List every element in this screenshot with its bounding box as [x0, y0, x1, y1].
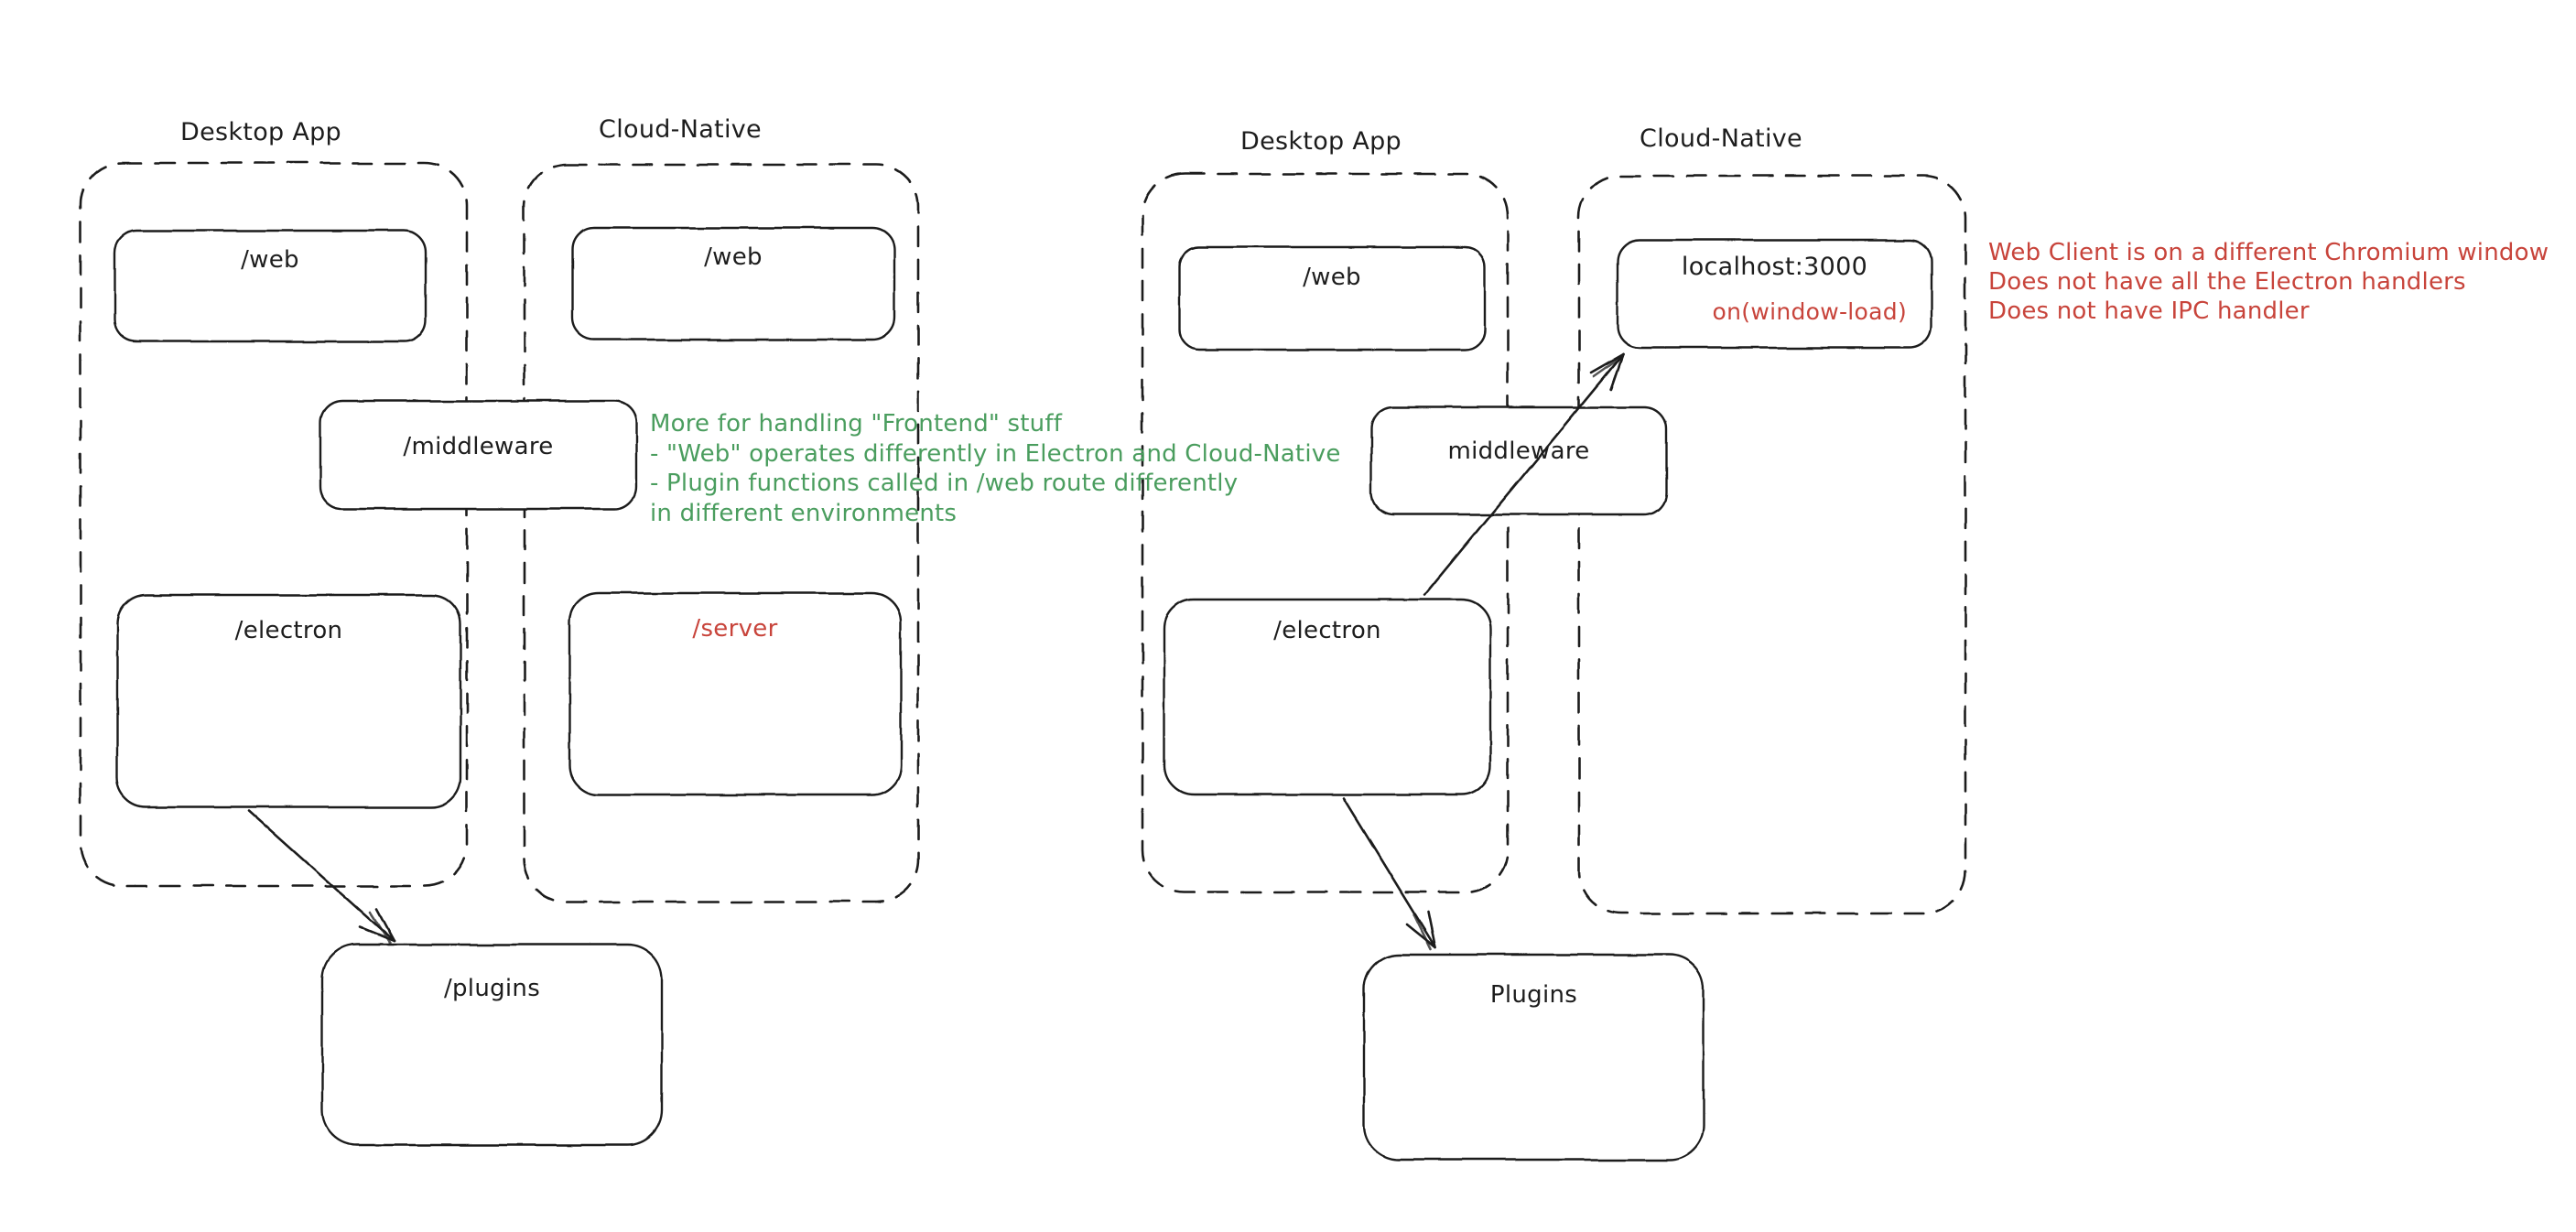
left-server-box-outline — [568, 591, 903, 796]
left-web-cloud-box-label: /web — [704, 243, 763, 271]
right-web-desktop-box-label: /web — [1303, 264, 1361, 291]
right-middleware-box-label: middleware — [1447, 438, 1590, 465]
web-client-note-line: Does not have IPC handler — [1988, 297, 2310, 325]
left-electron-box-label: /electron — [234, 617, 343, 644]
right-desktop-app-container-outline — [1141, 172, 1510, 894]
right-plugins-box-outline — [1362, 953, 1705, 1162]
frontend-note-line: in different environments — [650, 499, 958, 527]
right-localhost-box-outline — [1616, 238, 1933, 350]
left-middleware-box-label: /middleware — [403, 433, 554, 460]
right-localhost-box-label: localhost:3000 — [1681, 253, 1868, 281]
arrow-electron-to-localhost — [1423, 352, 1625, 597]
web-client-note-line: Does not have all the Electron handlers — [1988, 268, 2466, 296]
left-web-desktop-box-label: /web — [241, 246, 299, 274]
left-plugins-box-outline — [320, 943, 664, 1147]
web-client-note-line: Web Client is on a different Chromium wi… — [1988, 239, 2549, 266]
right-middleware-box-outline — [1369, 405, 1668, 516]
arrow-electron-to-plugins-right — [1342, 796, 1437, 951]
left-desktop-app-container-outline — [79, 161, 469, 888]
frontend-note-line: - Plugin functions called in /web route … — [650, 470, 1239, 497]
left-desktop-app-container-label: Desktop App — [180, 118, 341, 146]
arrow-electron-to-plugins-left — [247, 809, 395, 946]
right-cloud-native-container-label: Cloud-Native — [1640, 124, 1802, 153]
frontend-note-line: - "Web" operates differently in Electron… — [650, 439, 1341, 468]
right-web-desktop-box-outline — [1177, 245, 1487, 351]
right-electron-box-label: /electron — [1273, 617, 1381, 644]
left-electron-box-outline — [115, 593, 462, 809]
right-localhost-window-load-label: on(window-load) — [1712, 298, 1907, 325]
left-plugins-box-label: /plugins — [443, 975, 541, 1002]
left-cloud-native-container-outline — [523, 163, 920, 903]
web-client-note: Web Client is on a different Chromium wi… — [1988, 238, 2549, 326]
left-server-box-label: /server — [692, 615, 778, 643]
frontend-note-line: More for handling "Frontend" stuff — [650, 410, 1063, 438]
right-cloud-native-container-outline — [1577, 174, 1967, 915]
right-plugins-box-label: Plugins — [1489, 981, 1578, 1009]
left-web-desktop-box-outline — [113, 229, 428, 343]
right-desktop-app-container-label: Desktop App — [1240, 127, 1402, 156]
left-middleware-box-outline — [319, 399, 638, 511]
left-web-cloud-box-outline — [570, 226, 896, 341]
frontend-note: More for handling "Frontend" stuff - "We… — [650, 409, 1341, 528]
right-electron-box-outline — [1163, 598, 1492, 796]
left-cloud-native-container-label: Cloud-Native — [599, 115, 762, 144]
